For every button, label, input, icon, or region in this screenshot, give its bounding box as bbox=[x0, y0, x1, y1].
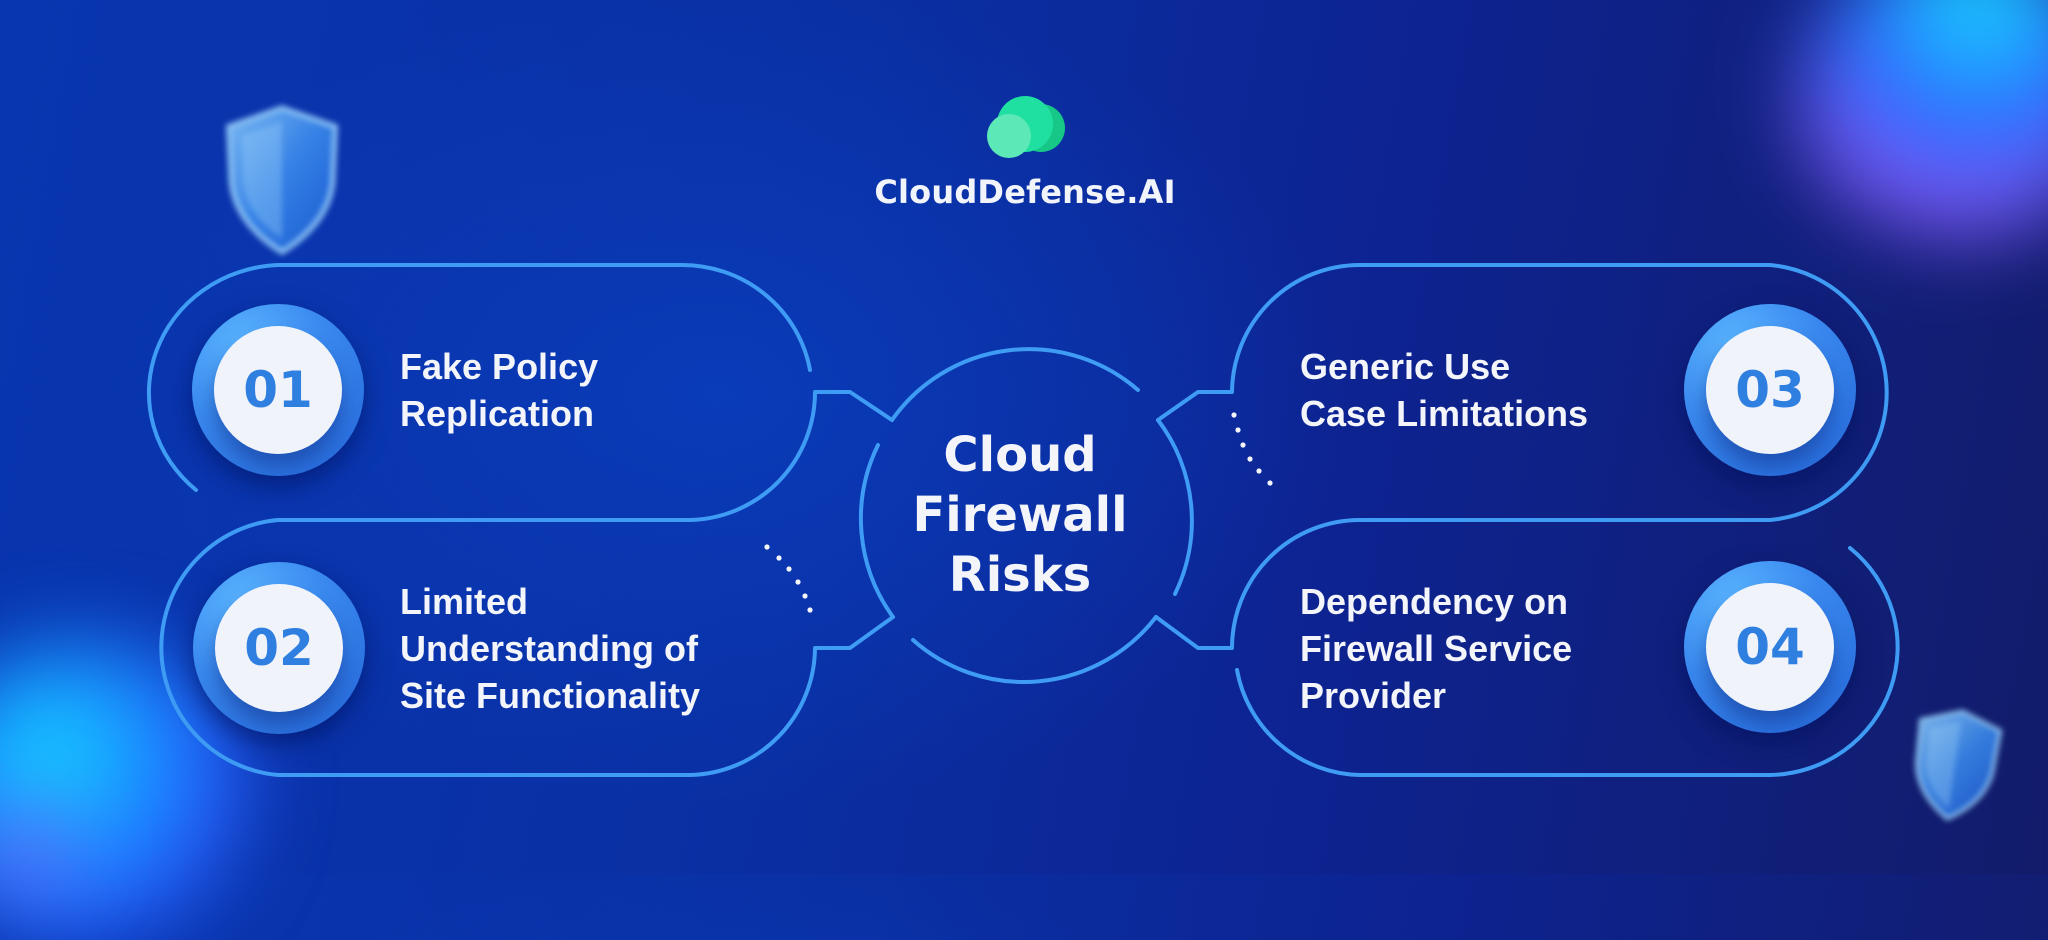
pill-outline-04-lower bbox=[1235, 546, 1900, 777]
number-badge-04: 04 bbox=[1684, 561, 1856, 733]
dot-trail-left bbox=[764, 544, 813, 613]
pill-outline-04 bbox=[1154, 518, 1362, 650]
item-label-line: Dependency on bbox=[1300, 581, 1569, 622]
pill-outline-02 bbox=[159, 518, 895, 777]
pill-outline-03 bbox=[1156, 263, 1889, 522]
brand-logo: CloudDefense.AI bbox=[870, 92, 1180, 211]
pill-outline-01 bbox=[146, 262, 812, 492]
item-label-line: Provider bbox=[1300, 675, 1447, 716]
shield-icon bbox=[225, 105, 339, 256]
badge-number: 03 bbox=[1735, 361, 1805, 419]
center-circle-arc-bottom bbox=[911, 615, 1158, 684]
badge-number: 01 bbox=[243, 361, 313, 419]
number-badge-02: 02 bbox=[193, 562, 365, 734]
number-badge-01: 01 bbox=[192, 304, 364, 476]
center-circle-arc-right bbox=[1156, 418, 1194, 596]
center-circle-arc-top bbox=[890, 347, 1140, 422]
item-label-01: Fake Policy Replication bbox=[400, 343, 598, 437]
item-label-line: Replication bbox=[400, 393, 595, 434]
item-label-line: Firewall Service bbox=[1300, 628, 1573, 669]
number-badge-03: 03 bbox=[1684, 304, 1856, 476]
dot-trail-right bbox=[1231, 412, 1273, 486]
diagram-outlines bbox=[146, 262, 1900, 777]
pill-connector-01 bbox=[688, 390, 894, 522]
cloud-icon bbox=[987, 96, 1065, 158]
item-label-02: Limited Understanding of Site Functional… bbox=[400, 578, 700, 719]
item-label-line: Fake Policy bbox=[400, 346, 599, 387]
center-title-line: Risks bbox=[948, 547, 1092, 603]
brand-name: CloudDefense.AI bbox=[874, 173, 1176, 211]
badge-number: 04 bbox=[1735, 618, 1805, 676]
item-label-line: Site Functionality bbox=[400, 675, 701, 716]
item-label-line: Understanding of bbox=[400, 628, 698, 669]
item-label-04: Dependency on Firewall Service Provider bbox=[1300, 578, 1572, 719]
center-title: Cloud Firewall Risks bbox=[870, 425, 1170, 605]
shield-icon bbox=[1915, 709, 2003, 821]
badge-number: 02 bbox=[244, 619, 314, 677]
item-label-line: Case Limitations bbox=[1300, 393, 1589, 434]
item-label-line: Generic Use bbox=[1300, 346, 1511, 387]
item-label-line: Limited bbox=[400, 581, 529, 622]
item-label-03: Generic Use Case Limitations bbox=[1300, 343, 1588, 437]
center-title-line: Firewall bbox=[912, 487, 1128, 543]
center-circle-arc-left bbox=[858, 443, 895, 619]
center-title-line: Cloud bbox=[943, 427, 1097, 483]
